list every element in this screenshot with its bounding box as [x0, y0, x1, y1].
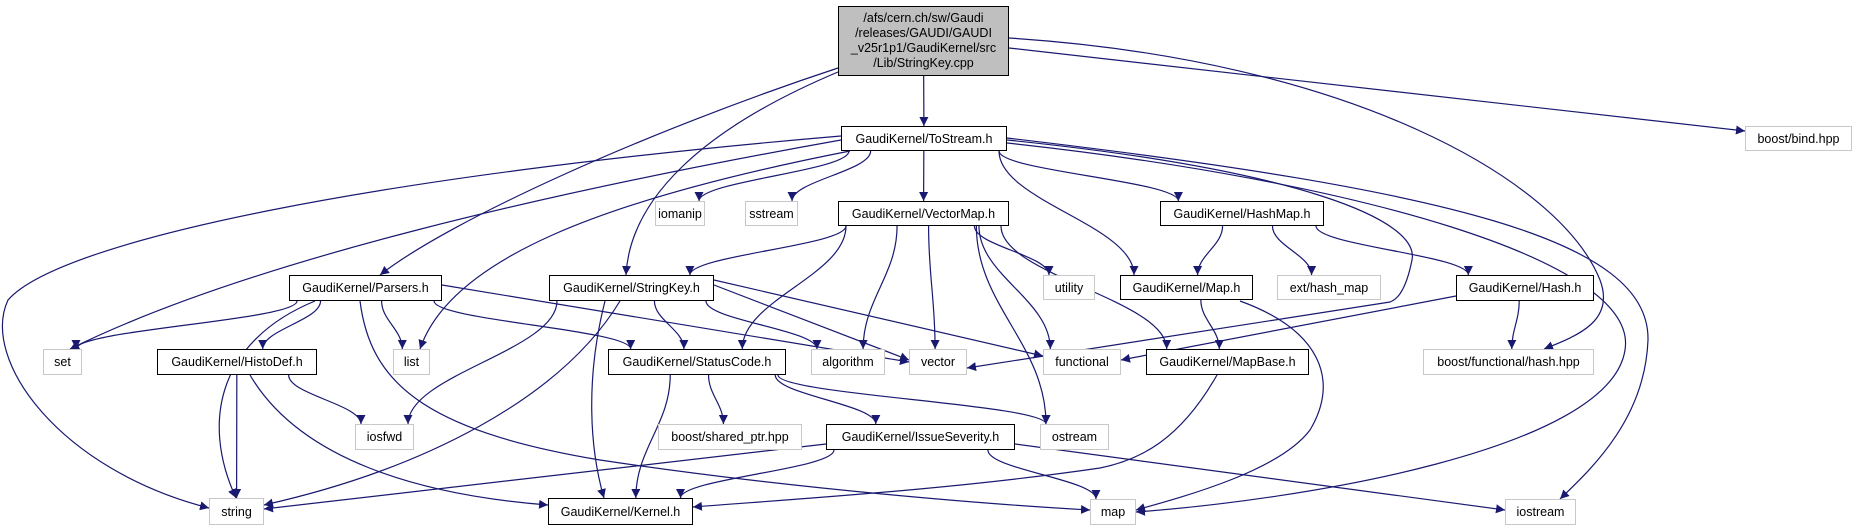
edge-tostream-to-set	[69, 139, 842, 350]
node-ostream[interactable]: ostream	[1040, 424, 1109, 450]
edge-tostream-to-maph	[998, 150, 1139, 276]
edge-root-to-funchash	[1008, 37, 1605, 350]
edge-issueseverity-to-map	[987, 449, 1101, 500]
node-bind[interactable]: boost/bind.hpp	[1745, 126, 1852, 151]
edge-vectormap-to-vector	[927, 225, 940, 350]
edge-tostream-to-vector	[966, 139, 1413, 372]
node-hashmap[interactable]: GaudiKernel/HashMap.h	[1160, 201, 1324, 226]
node-kernel[interactable]: GaudiKernel/Kernel.h	[548, 498, 693, 525]
edge-hashh-to-funchash	[1507, 300, 1520, 350]
edge-parsers-to-map	[359, 300, 1091, 514]
node-stringkey[interactable]: GaudiKernel/StringKey.h	[549, 275, 714, 301]
node-functional[interactable]: functional	[1043, 349, 1121, 375]
edge-stringkey-to-functional	[713, 279, 1044, 359]
root-file-node[interactable]: /afs/cern.ch/sw/Gaudi/releases/GAUDI/GAU…	[838, 6, 1009, 76]
edge-tostream-to-iostream	[1006, 137, 1649, 500]
edge-maph-to-map	[1135, 300, 1324, 512]
root-file-path-line: /afs/cern.ch/sw/Gaudi	[863, 11, 984, 25]
edge-tostream-to-iomanip	[694, 150, 850, 202]
edge-parsers-to-set	[71, 300, 298, 350]
edge-statuscode-to-kernel	[631, 374, 671, 499]
node-iosfwd[interactable]: iosfwd	[355, 424, 414, 450]
node-exthashmap[interactable]: ext/hash_map	[1277, 275, 1381, 300]
edge-maph-to-mapbase	[1200, 299, 1224, 350]
node-map[interactable]: map	[1090, 499, 1136, 525]
node-algorithm[interactable]: algorithm	[811, 349, 885, 375]
edge-tostream-to-sstream	[787, 150, 872, 202]
edge-hashmap-to-maph	[1193, 225, 1224, 276]
node-histodef[interactable]: GaudiKernel/HistoDef.h	[157, 349, 317, 375]
edge-histodef-to-kernel	[249, 374, 549, 509]
node-vector[interactable]: vector	[909, 349, 967, 375]
edge-parsers-to-statuscode	[433, 300, 636, 350]
edge-root-to-bind	[1008, 47, 1746, 135]
edge-parsers-to-string	[218, 300, 316, 499]
edge-statuscode-to-sharedptr	[707, 374, 728, 425]
edge-tostream-to-string	[2, 135, 842, 511]
edge-parsers-to-list	[381, 300, 407, 350]
node-utility[interactable]: utility	[1043, 275, 1095, 300]
edge-issueseverity-to-iostream	[1014, 443, 1506, 514]
edge-stringkey-to-iosfwd	[403, 300, 558, 425]
edge-stringkey-to-kernel	[591, 300, 606, 499]
node-statuscode[interactable]: GaudiKernel/StatusCode.h	[608, 349, 786, 375]
edge-vectormap-to-ostream	[975, 225, 1051, 425]
node-set[interactable]: set	[43, 349, 82, 375]
edge-root-to-stringkey	[621, 71, 839, 276]
edge-mapbase-to-kernel	[692, 374, 1218, 511]
node-string[interactable]: string	[209, 498, 264, 525]
edge-parsers-to-histodef	[258, 300, 322, 350]
edge-stringkey-to-string	[263, 300, 621, 508]
edge-tostream-to-hashmap	[998, 150, 1183, 202]
edge-vectormap-to-algorithm	[858, 225, 898, 350]
edge-hashmap-to-exthashmap	[1271, 225, 1317, 276]
edge-tostream-to-list	[418, 150, 851, 350]
node-vectormap[interactable]: GaudiKernel/VectorMap.h	[838, 201, 1009, 226]
edge-hashmap-to-hashh	[1315, 225, 1473, 276]
node-sharedptr[interactable]: boost/shared_ptr.hpp	[658, 424, 802, 450]
node-funchash[interactable]: boost/functional/hash.hpp	[1423, 349, 1594, 375]
edge-vectormap-to-stringkey	[685, 225, 847, 276]
node-iostream[interactable]: iostream	[1505, 499, 1576, 525]
edge-issueseverity-to-kernel	[676, 449, 835, 499]
edge-stringkey-to-vector	[713, 284, 910, 361]
edge-vectormap-to-functional	[978, 225, 1055, 350]
edge-statuscode-to-issueseverity	[774, 374, 881, 425]
root-file-path-line: /Lib/StringKey.cpp	[873, 56, 974, 70]
edge-root-to-parsers	[379, 67, 839, 276]
root-file-path-line: _v25r1p1/GaudiKernel/src	[850, 41, 997, 55]
edge-stringkey-to-algorithm	[705, 300, 822, 350]
edge-issueseverity-to-string	[263, 443, 827, 513]
node-sstream[interactable]: sstream	[745, 201, 798, 226]
node-issueseverity[interactable]: GaudiKernel/IssueSeverity.h	[826, 424, 1015, 450]
node-hashh[interactable]: GaudiKernel/Hash.h	[1456, 275, 1594, 301]
node-parsers[interactable]: GaudiKernel/Parsers.h	[289, 275, 442, 301]
node-list[interactable]: list	[393, 349, 430, 375]
edge-stringkey-to-statuscode	[653, 300, 689, 350]
node-iomanip[interactable]: iomanip	[655, 201, 705, 226]
node-maph[interactable]: GaudiKernel/Map.h	[1120, 275, 1253, 300]
edge-vectormap-to-utility	[973, 225, 1054, 276]
edge-vectormap-to-statuscode	[737, 225, 847, 350]
root-file-path-line: /releases/GAUDI/GAUDI	[855, 26, 992, 40]
edge-tostream-to-map	[1006, 142, 1627, 516]
edge-statuscode-to-ostream	[777, 374, 1051, 425]
node-tostream[interactable]: GaudiKernel/ToStream.h	[841, 126, 1007, 151]
node-mapbase[interactable]: GaudiKernel/MapBase.h	[1146, 349, 1309, 375]
edge-histodef-to-iosfwd	[288, 374, 366, 425]
